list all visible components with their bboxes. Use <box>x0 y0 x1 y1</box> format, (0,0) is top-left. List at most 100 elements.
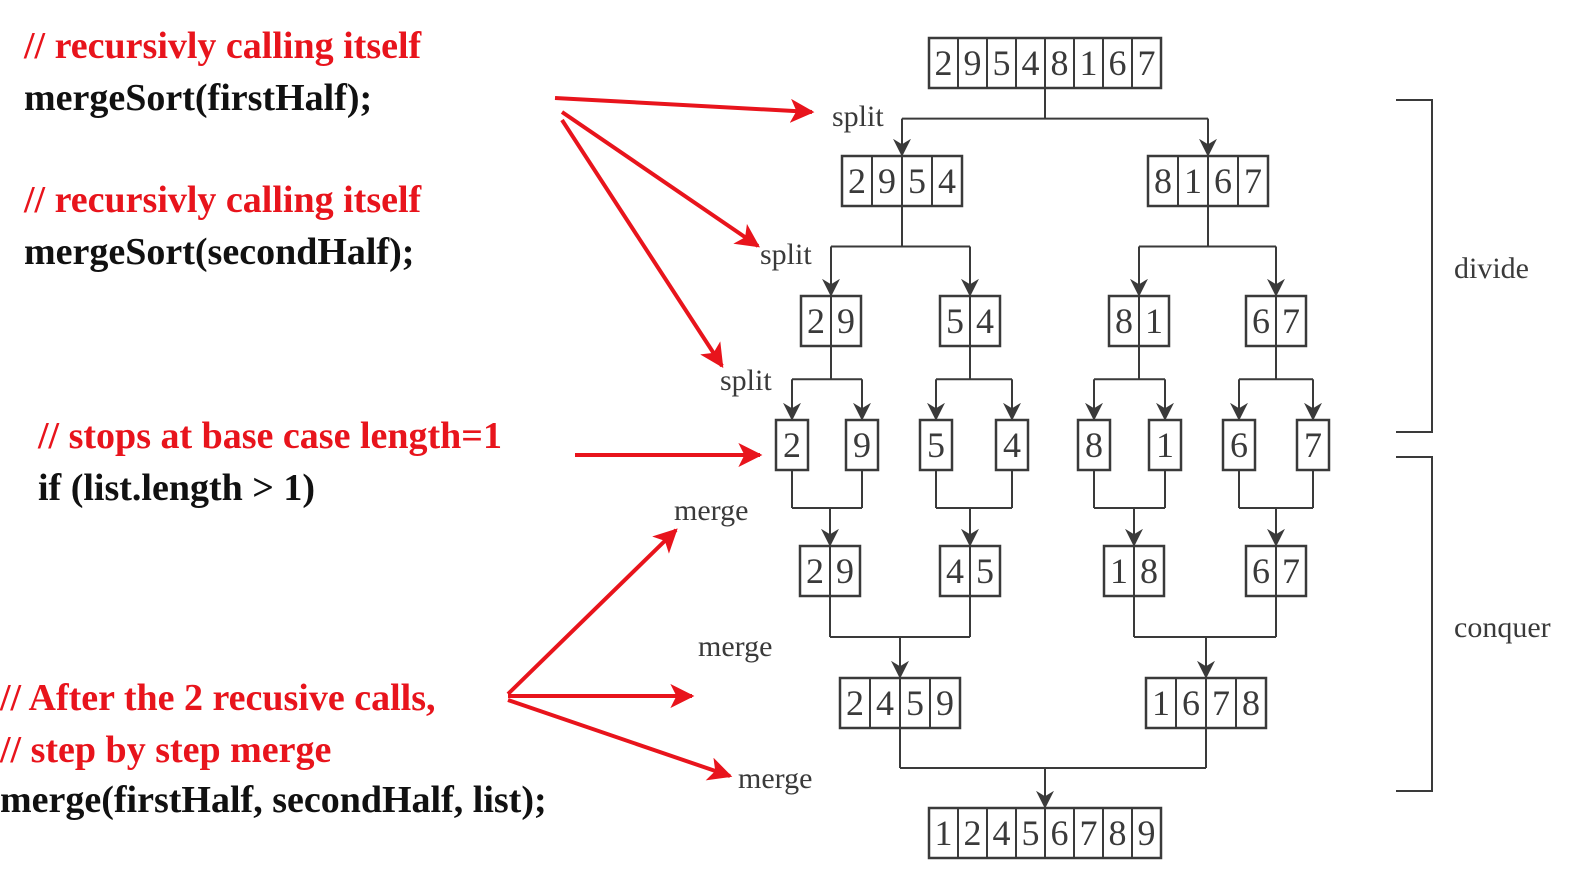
array-cell-value: 2 <box>848 161 866 201</box>
arrow-to-split-1 <box>554 96 815 123</box>
comment-base-case: // stops at base case length=1 <box>38 415 502 457</box>
split-label-2: split <box>760 238 812 271</box>
array-cell-value: 6 <box>1182 683 1200 723</box>
array-cell-value: 4 <box>993 813 1011 853</box>
array-box-outline <box>1147 418 1183 472</box>
array-cell-value: 6 <box>1230 425 1248 465</box>
array-cell-value: 5 <box>908 161 926 201</box>
array-cell-value: 5 <box>906 683 924 723</box>
conquer-bracket <box>1396 456 1433 792</box>
tree-connectors <box>783 88 1322 809</box>
array-cell-value: 5 <box>976 551 994 591</box>
array-cell-value: 1 <box>1080 43 1098 83</box>
array-cell-value: 8 <box>1085 425 1103 465</box>
comment-first-half: // recursivly calling itself <box>24 25 422 67</box>
array-box-outline <box>1295 418 1331 472</box>
arrow-to-merge-3 <box>507 698 733 781</box>
array-box-singles: 7 <box>1295 418 1331 472</box>
array-cell-value: 8 <box>1051 43 1069 83</box>
call-merge-sort-second-half: mergeSort(secondHalf); <box>24 231 415 273</box>
array-cell-value: 5 <box>946 301 964 341</box>
merge-label-1: merge <box>674 494 748 527</box>
array-cell-value: 8 <box>1154 161 1172 201</box>
array-cell-value: 2 <box>806 551 824 591</box>
array-cell-value: 9 <box>964 43 982 83</box>
call-merge-sort-first-half: mergeSort(firstHalf); <box>24 77 373 119</box>
array-cell-value: 6 <box>1109 43 1127 83</box>
array-cell-value: 9 <box>836 551 854 591</box>
array-cell-value: 9 <box>936 683 954 723</box>
array-cell-value: 2 <box>807 301 825 341</box>
arrow-to-split-3 <box>560 118 724 369</box>
array-cell-value: 9 <box>1138 813 1156 853</box>
array-cell-value: 1 <box>1156 425 1174 465</box>
merge-label-2: merge <box>698 630 772 663</box>
array-cell-value: 8 <box>1115 301 1133 341</box>
array-cell-value: 4 <box>1003 425 1021 465</box>
split-label-1: split <box>832 100 884 133</box>
array-cell-value: 4 <box>946 551 964 591</box>
base-case-condition: if (list.length > 1) <box>38 467 316 509</box>
array-box-outline <box>844 418 880 472</box>
array-box-singles: 9 <box>844 418 880 472</box>
array-cell-value: 7 <box>1282 301 1300 341</box>
array-cell-value: 2 <box>935 43 953 83</box>
divide-label: divide <box>1454 252 1529 285</box>
array-cell-value: 9 <box>837 301 855 341</box>
array-box-singles: 8 <box>1076 418 1112 472</box>
array-cell-value: 8 <box>1140 551 1158 591</box>
array-box-outline <box>1076 418 1112 472</box>
array-cell-value: 5 <box>993 43 1011 83</box>
array-cell-value: 4 <box>1022 43 1040 83</box>
conquer-label: conquer <box>1454 611 1551 644</box>
array-cell-value: 9 <box>853 425 871 465</box>
array-box-outline <box>918 418 954 472</box>
array-box-singles: 2 <box>774 418 810 472</box>
array-box-singles: 4 <box>994 418 1030 472</box>
comment-second-half: // recursivly calling itself <box>24 179 422 221</box>
array-cell-value: 7 <box>1304 425 1322 465</box>
array-cell-value: 1 <box>1110 551 1128 591</box>
array-cell-value: 1 <box>1145 301 1163 341</box>
array-cell-value: 7 <box>1282 551 1300 591</box>
array-cell-value: 6 <box>1252 301 1270 341</box>
arrow-to-split-2 <box>560 110 760 248</box>
array-cell-value: 7 <box>1080 813 1098 853</box>
array-cell-value: 4 <box>938 161 956 201</box>
array-box-singles: 5 <box>918 418 954 472</box>
array-box-singles: 6 <box>1221 418 1257 472</box>
array-cell-value: 8 <box>1242 683 1260 723</box>
array-cell-value: 9 <box>878 161 896 201</box>
array-cell-value: 7 <box>1244 161 1262 201</box>
array-cell-value: 7 <box>1138 43 1156 83</box>
split-label-3: split <box>720 364 772 397</box>
divide-bracket <box>1396 99 1433 433</box>
array-cell-value: 1 <box>935 813 953 853</box>
array-cell-value: 6 <box>1051 813 1069 853</box>
array-cell-value: 6 <box>1214 161 1232 201</box>
array-cell-value: 8 <box>1109 813 1127 853</box>
array-cell-value: 1 <box>1152 683 1170 723</box>
array-box-outline <box>1221 418 1257 472</box>
comment-merge-line-2: // step by step merge <box>0 729 332 771</box>
merge-call: merge(firstHalf, secondHalf, list); <box>0 779 547 821</box>
comment-merge-line-1: // After the 2 recusive calls, <box>0 677 436 719</box>
array-cell-value: 1 <box>1184 161 1202 201</box>
array-cell-value: 2 <box>783 425 801 465</box>
array-cell-value: 5 <box>1022 813 1040 853</box>
